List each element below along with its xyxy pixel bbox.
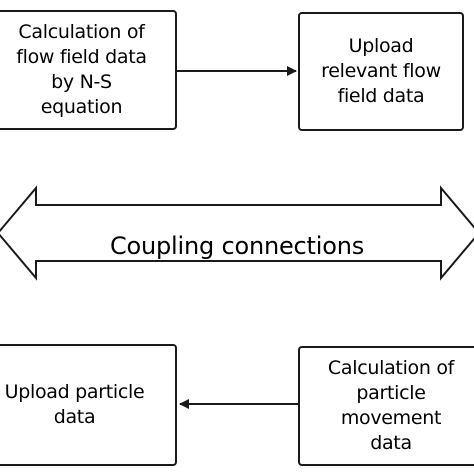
flow-field-calculation-box: Calculation of flow field data by N-S eq… [0,10,177,130]
particle-movement-calculation-text: Calculation of particle movement data [327,357,455,454]
coupling-double-arrow [0,185,474,281]
upload-particle-text: Upload particle data [4,381,145,428]
upload-particle-box: Upload particle data [0,344,177,466]
upload-flow-field-box: Upload relevant flow field data [298,12,464,131]
upload-flow-field-text: Upload relevant flow field data [321,35,441,107]
coupling-connections-label: Coupling connections [109,232,365,260]
particle-movement-calculation-box: Calculation of particle movement data [298,346,474,466]
flow-field-calculation-text: Calculation of flow field data by N-S eq… [16,21,147,118]
